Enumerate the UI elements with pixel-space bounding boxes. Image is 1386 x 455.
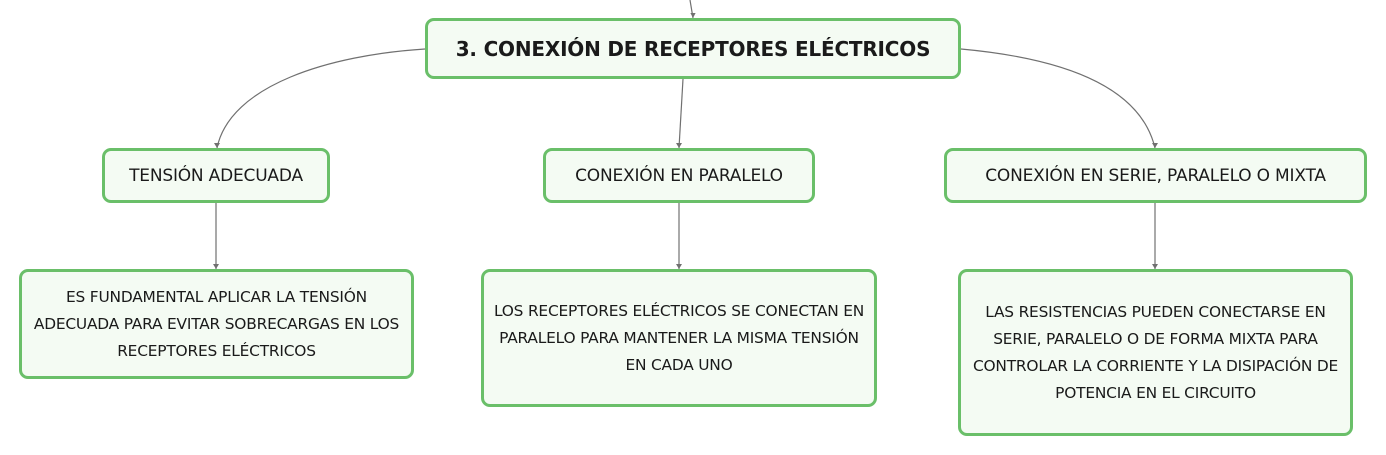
detail-topic-tension-adecuada[interactable]: ES FUNDAMENTAL APLICAR LA TENSIÓN ADECUA… [19,269,414,379]
root-topic-label: 3. CONEXIÓN DE RECEPTORES ELÉCTRICOS [455,36,931,61]
branch-topic-label: CONEXIÓN EN SERIE, PARALELO O MIXTA [985,165,1326,186]
detail-topic-conexion-paralelo[interactable]: LOS RECEPTORES ELÉCTRICOS SE CONECTAN EN… [481,269,877,407]
detail-topic-text: ES FUNDAMENTAL APLICAR LA TENSIÓN ADECUA… [33,287,400,360]
connector-root-to-branch-2 [678,78,684,149]
branch-topic-conexion-paralelo[interactable]: CONEXIÓN EN PARALELO [543,148,815,203]
connector-incoming [689,0,694,19]
branch-topic-label: TENSIÓN ADECUADA [129,165,303,186]
branch-topic-conexion-serie-paralelo-mixta[interactable]: CONEXIÓN EN SERIE, PARALELO O MIXTA [944,148,1367,203]
detail-topic-text: LAS RESISTENCIAS PUEDEN CONECTARSE EN SE… [972,302,1339,402]
root-topic[interactable]: 3. CONEXIÓN DE RECEPTORES ELÉCTRICOS [425,18,961,79]
detail-topic-conexion-serie-paralelo-mixta[interactable]: LAS RESISTENCIAS PUEDEN CONECTARSE EN SE… [958,269,1353,436]
connector-root-to-branch-3 [960,48,1156,149]
branch-topic-label: CONEXIÓN EN PARALELO [575,165,783,186]
branch-topic-tension-adecuada[interactable]: TENSIÓN ADECUADA [102,148,330,203]
detail-topic-text: LOS RECEPTORES ELÉCTRICOS SE CONECTAN EN… [493,301,865,374]
connector-root-to-branch-1 [216,48,426,149]
